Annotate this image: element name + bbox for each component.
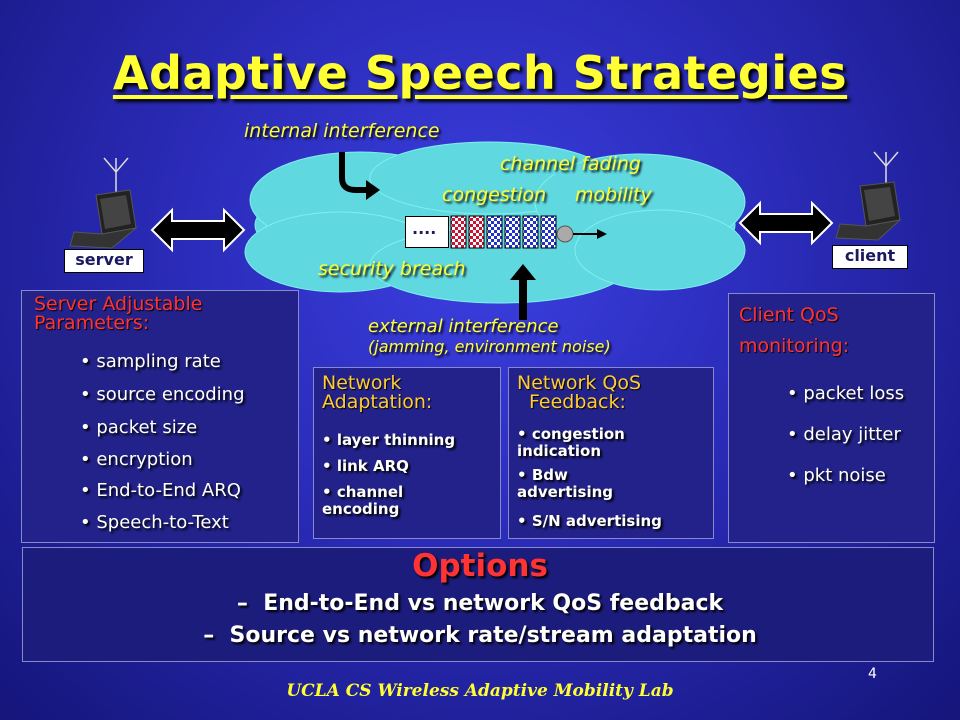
client-panel-heading-2: monitoring: (739, 335, 850, 357)
network-adaptation-item: • link ARQ (322, 457, 409, 475)
external-interference-label: external interference (368, 316, 559, 337)
server-label: server (64, 249, 144, 273)
server-item: • source encoding (80, 384, 245, 405)
internal-interference-arrow (339, 152, 380, 200)
network-adaptation-heading-1: Network (322, 372, 402, 394)
congestion-label: congestion (442, 184, 547, 206)
network-qos-item: • S/N advertising (517, 512, 662, 530)
network-adaptation-panel: Network Adaptation: • layer thinning • l… (313, 367, 501, 539)
server-item: • packet size (80, 417, 198, 438)
server-panel-heading-1: Server Adjustable (34, 293, 203, 315)
server-item: • sampling rate (80, 351, 221, 372)
footer-lab-name: UCLA CS Wireless Adaptive Mobility Lab (286, 681, 674, 701)
network-adaptation-heading-2: Adaptation: (322, 391, 433, 413)
network-qos-item: • Bdw advertising (517, 466, 614, 501)
page-number: 4 (868, 666, 877, 682)
server-parameters-panel: Server Adjustable Parameters: • sampling… (21, 290, 299, 543)
server-panel-heading-2: Parameters: (34, 312, 150, 334)
network-qos-panel: Network QoS Feedback: • congestion indic… (508, 367, 714, 539)
mobility-label: mobility (575, 184, 652, 206)
client-monitoring-panel: Client QoS monitoring: • packet loss • d… (728, 293, 935, 543)
client-item: • pkt noise (787, 465, 886, 486)
server-item: • End-to-End ARQ (80, 480, 241, 501)
page-title: Adaptive Speech Strategies (112, 46, 848, 100)
server-laptop-icon (69, 157, 138, 249)
client-item: • delay jitter (787, 424, 901, 445)
security-breach-label: security breach (318, 258, 466, 280)
client-laptop-icon (835, 151, 902, 241)
client-double-arrow (738, 200, 834, 246)
dots-text: .... (412, 219, 437, 238)
options-title: Options (412, 548, 548, 584)
client-item: • packet loss (787, 383, 905, 404)
network-adaptation-item: • channel encoding (322, 483, 404, 518)
external-interference-detail: (jamming, environment noise) (368, 337, 611, 356)
client-label: client (832, 245, 908, 269)
packet-train (450, 215, 607, 249)
server-double-arrow (150, 207, 246, 253)
client-panel-heading-1: Client QoS (739, 304, 839, 326)
network-qos-item: • congestion indication (517, 425, 625, 460)
option-item: – End-to-End vs network QoS feedback (236, 591, 724, 616)
channel-fading-label: channel fading (500, 153, 641, 175)
options-panel (22, 547, 934, 662)
packet-queue-dots: .... (405, 216, 449, 248)
server-item: • encryption (80, 449, 193, 470)
option-item: – Source vs network rate/stream adaptati… (203, 623, 757, 648)
external-interference-arrow (510, 264, 536, 320)
network-qos-heading-1: Network QoS (517, 372, 642, 394)
network-qos-heading-2: Feedback: (529, 391, 626, 413)
server-item: • Speech-to-Text (80, 512, 229, 533)
network-adaptation-item: • layer thinning (322, 431, 456, 449)
internal-interference-label: internal interference (244, 120, 440, 142)
